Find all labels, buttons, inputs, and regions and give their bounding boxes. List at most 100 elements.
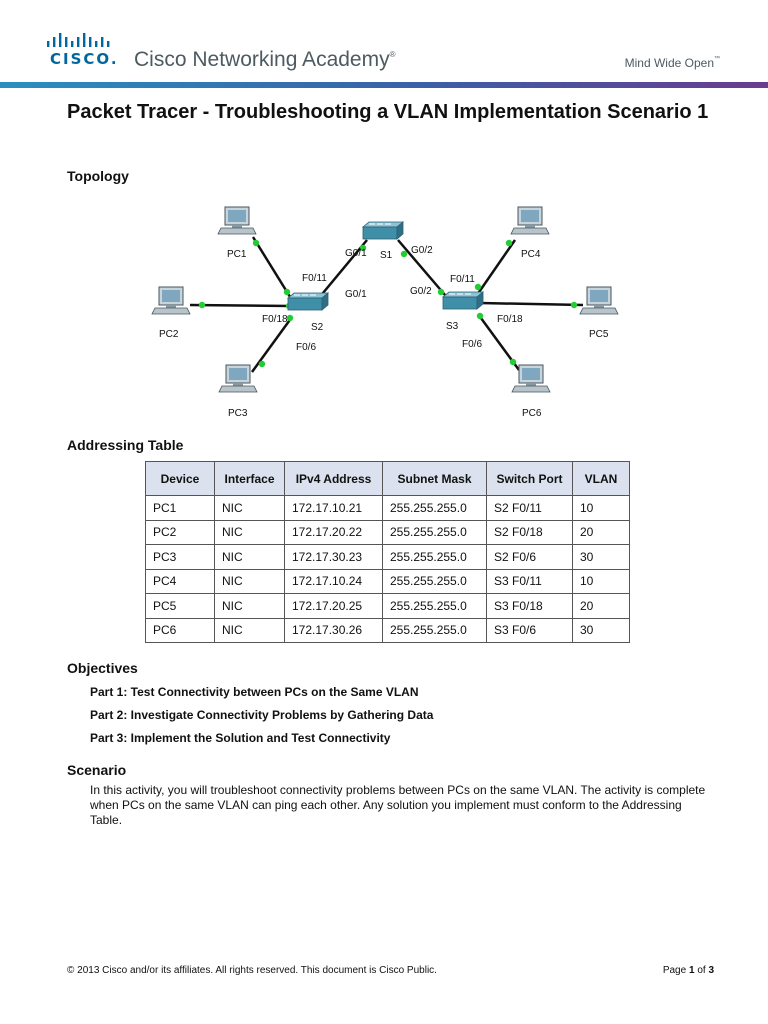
footer-copyright: © 2013 Cisco and/or its affiliates. All … <box>67 965 437 976</box>
table-row: PC5 NIC 172.17.20.25 255.255.255.0 S3 F0… <box>145 593 630 619</box>
port-dot <box>474 283 482 291</box>
page-current: 1 <box>688 965 695 976</box>
port-label-s3-f018: F0/18 <box>497 314 523 325</box>
table-cell: NIC <box>214 593 285 619</box>
table-cell: S3 F0/6 <box>486 617 573 643</box>
table-row: PC1 NIC 172.17.10.21 255.255.255.0 S2 F0… <box>145 495 630 521</box>
table-row: PC6 NIC 172.17.30.26 255.255.255.0 S3 F0… <box>145 617 630 643</box>
table-cell: PC1 <box>145 495 215 521</box>
addressing-table: Device Interface IPv4 Address Subnet Mas… <box>145 461 630 643</box>
table-cell: NIC <box>214 617 285 643</box>
column-header: Interface <box>214 461 285 496</box>
port-dot <box>286 314 294 322</box>
header-gradient-bar <box>0 82 768 88</box>
page-of: of <box>697 965 706 976</box>
column-header: Switch Port <box>486 461 573 496</box>
link-s2-s1 <box>317 239 368 300</box>
table-cell: PC6 <box>145 617 215 643</box>
table-cell: S2 F0/11 <box>486 495 573 521</box>
table-header-row: Device Interface IPv4 Address Subnet Mas… <box>145 461 630 496</box>
table-cell: PC5 <box>145 593 215 619</box>
table-cell: PC2 <box>145 519 215 545</box>
column-header: Subnet Mask <box>382 461 487 496</box>
link-pc4-s3 <box>475 239 517 296</box>
topology-diagram: PC1 PC2 PC3 PC4 PC5 PC6 S1 S2 S3 G0/1 G0… <box>151 206 619 419</box>
table-cell: S2 F0/18 <box>486 519 573 545</box>
pc1-label: PC1 <box>227 249 247 260</box>
table-cell: S3 F0/18 <box>486 593 573 619</box>
table-row: PC4 NIC 172.17.10.24 255.255.255.0 S3 F0… <box>145 568 630 594</box>
pc2-label: PC2 <box>159 329 179 340</box>
port-label-s1-g02: G0/2 <box>411 245 433 256</box>
page-title: Packet Tracer - Troubleshooting a VLAN I… <box>67 101 709 123</box>
tagline-text: Mind Wide Open <box>624 56 714 70</box>
page-word: Page <box>662 965 687 976</box>
objective-part-2: Part 2: Investigate Connectivity Problem… <box>90 708 434 722</box>
link-s1-s3 <box>397 239 446 296</box>
table-cell: 10 <box>572 495 630 521</box>
table-cell: 255.255.255.0 <box>382 617 487 643</box>
objective-part-3: Part 3: Implement the Solution and Test … <box>90 731 391 745</box>
pc5-label: PC5 <box>589 329 609 340</box>
switch-s3-label: S3 <box>446 321 459 332</box>
table-cell: NIC <box>214 495 285 521</box>
table-cell: NIC <box>214 544 285 570</box>
switch-s1-icon <box>362 221 404 240</box>
table-cell: 172.17.10.21 <box>284 495 383 521</box>
topology-links <box>189 236 584 373</box>
table-cell: 255.255.255.0 <box>382 495 487 521</box>
link-pc5-s3 <box>479 301 584 307</box>
port-dot <box>283 288 291 296</box>
port-dot <box>505 239 513 247</box>
pc1-icon <box>217 206 257 235</box>
cisco-wordmark: CISCO <box>50 50 119 68</box>
port-dot <box>198 301 206 309</box>
port-label-s2-f018: F0/18 <box>262 314 288 325</box>
port-dot <box>400 250 408 258</box>
table-cell: S3 F0/11 <box>486 568 573 594</box>
table-cell: 172.17.20.25 <box>284 593 383 619</box>
port-dot <box>476 312 484 320</box>
table-cell: 255.255.255.0 <box>382 568 487 594</box>
footer-page-number: Page 1 of 3 <box>663 965 714 976</box>
switch-s2-label: S2 <box>311 322 324 333</box>
pc5-icon <box>579 286 619 315</box>
table-cell: 255.255.255.0 <box>382 544 487 570</box>
table-row: PC3 NIC 172.17.30.23 255.255.255.0 S2 F0… <box>145 544 630 570</box>
page-header: CISCO Cisco Networking Academy® Mind Wid… <box>0 0 768 95</box>
table-cell: PC4 <box>145 568 215 594</box>
objective-part-1: Part 1: Test Connectivity between PCs on… <box>90 685 419 699</box>
table-cell: 10 <box>572 568 630 594</box>
port-label-s2-g01: G0/1 <box>345 289 367 300</box>
port-label-s1-g01: G0/1 <box>345 248 367 259</box>
pc3-label: PC3 <box>228 408 248 419</box>
table-cell: 30 <box>572 617 630 643</box>
pc4-label: PC4 <box>521 249 541 260</box>
switch-s2-icon <box>287 292 329 311</box>
table-cell: 30 <box>572 544 630 570</box>
pc2-icon <box>151 286 191 315</box>
table-cell: 20 <box>572 519 630 545</box>
port-label-s3-f011: F0/11 <box>450 274 475 285</box>
academy-name-text: Cisco Networking Academy <box>134 48 390 71</box>
column-header: Device <box>145 461 215 496</box>
port-label-s3-f06: F0/6 <box>462 339 482 350</box>
academy-name: Cisco Networking Academy® <box>134 48 396 72</box>
table-cell: 172.17.10.24 <box>284 568 383 594</box>
topology-heading: Topology <box>67 168 129 184</box>
table-cell: 255.255.255.0 <box>382 593 487 619</box>
table-cell: 20 <box>572 593 630 619</box>
column-header: VLAN <box>572 461 630 496</box>
pc4-icon <box>510 206 550 235</box>
page-total: 3 <box>708 965 714 976</box>
port-dot <box>258 360 266 368</box>
port-label-s2-f06: F0/6 <box>296 342 316 353</box>
table-cell: NIC <box>214 519 285 545</box>
port-dot <box>359 244 367 252</box>
port-dot <box>437 288 445 296</box>
table-row: PC2 NIC 172.17.20.22 255.255.255.0 S2 F0… <box>145 519 630 545</box>
port-label-s2-f011: F0/11 <box>302 273 327 284</box>
port-dot <box>509 358 517 366</box>
switch-s3-icon <box>442 291 484 310</box>
registered-mark: ® <box>389 50 396 59</box>
